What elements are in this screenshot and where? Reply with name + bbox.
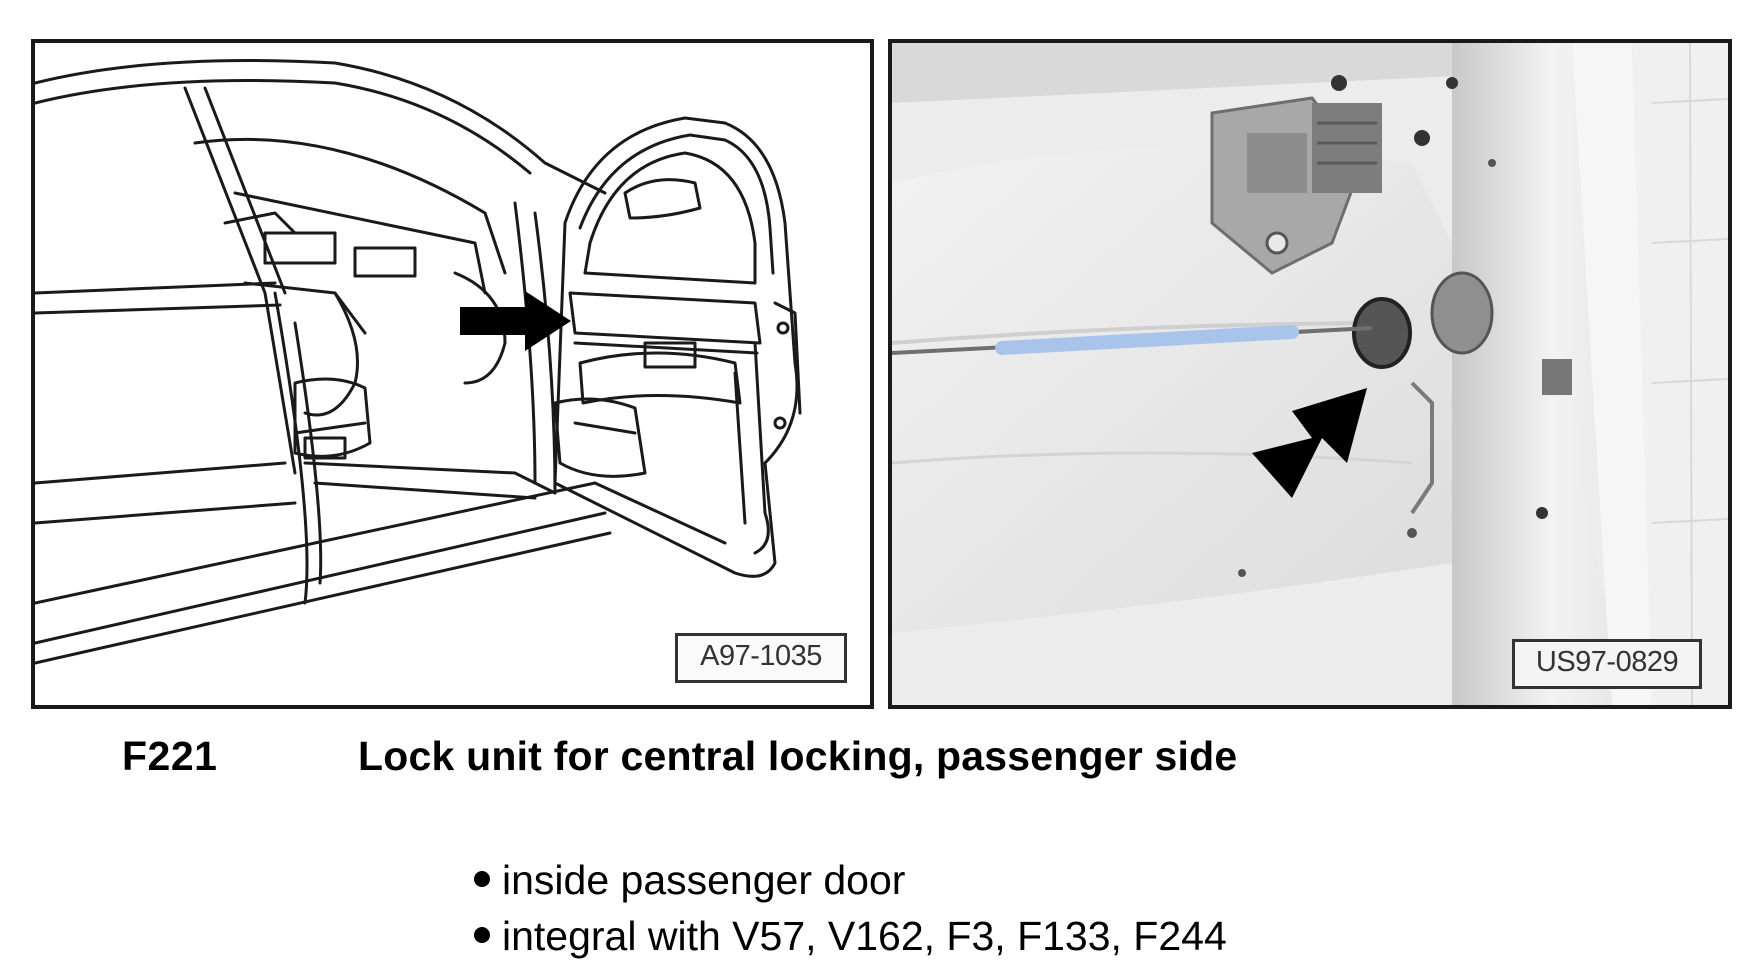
bullet-icon: [474, 927, 490, 944]
pointer-arrow-left: [460, 291, 571, 351]
component-notes-list: inside passenger door integral with V57,…: [474, 852, 1227, 964]
list-item-text: integral with V57, V162, F3, F133, F244: [502, 913, 1227, 959]
list-item: integral with V57, V162, F3, F133, F244: [474, 908, 1227, 964]
figure-line-drawing: A97-1035: [31, 39, 874, 709]
door-interior-photo: [892, 43, 1728, 705]
list-item: inside passenger door: [474, 852, 1227, 908]
car-door-illustration: [35, 59, 802, 665]
list-item-text: inside passenger door: [502, 857, 906, 903]
component-code: F221: [122, 733, 218, 779]
component-title: Lock unit for central locking, passenger…: [358, 733, 1238, 779]
figure-photo: US97-0829: [888, 39, 1732, 709]
figure-reference-label: A97-1035: [675, 633, 847, 683]
bullet-icon: [474, 871, 490, 888]
pointer-arrow-right: [1252, 388, 1367, 498]
figure-reference-label: US97-0829: [1512, 639, 1702, 689]
